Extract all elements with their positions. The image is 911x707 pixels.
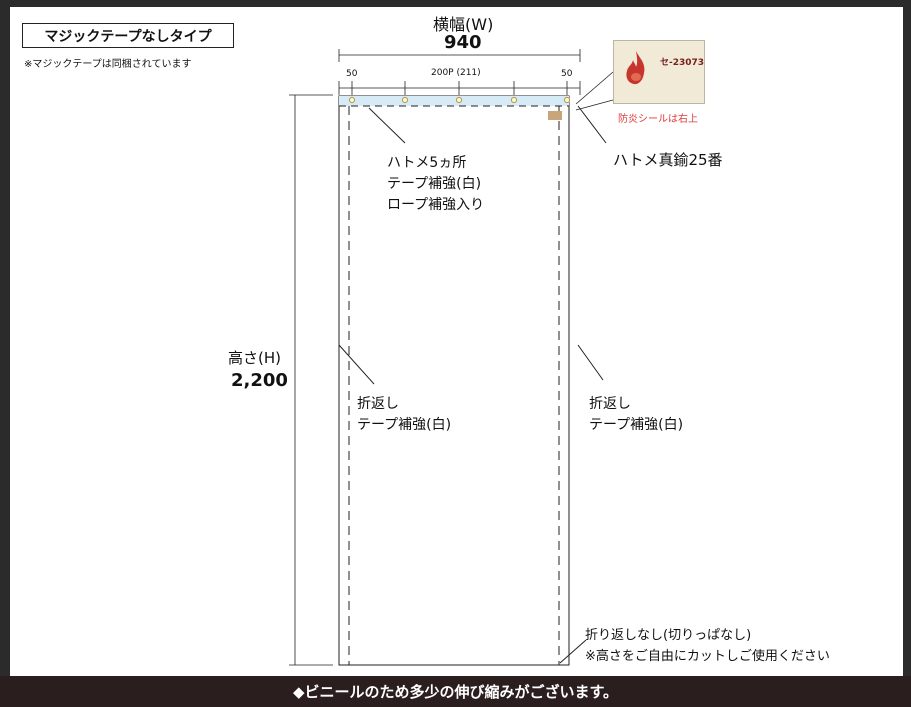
flame-icon bbox=[626, 51, 645, 85]
bottom-leader-line bbox=[559, 639, 587, 664]
fire-retardant-seal bbox=[548, 111, 562, 120]
left-fold-line-2: テープ補強(白) bbox=[357, 417, 452, 433]
stretch-notice-footer: ◆ビニールのため多少の伸び縮みがございます。 bbox=[0, 676, 911, 707]
spacing-left-label: 50 bbox=[346, 69, 358, 79]
grommet bbox=[348, 96, 356, 104]
left-fold-line-1: 折返し bbox=[357, 396, 399, 412]
grommet-type-label: ハトメ真鍮25番 bbox=[613, 151, 723, 169]
bottom-note-line-2: ※高さをご自由にカットしご使用ください bbox=[585, 649, 830, 664]
width-label: 横幅(W) bbox=[433, 15, 494, 34]
grommet bbox=[563, 96, 571, 104]
curtain-sheet bbox=[338, 95, 570, 666]
right-fold-line-2: テープ補強(白) bbox=[589, 417, 684, 433]
spacing-center-label: 200P (211) bbox=[431, 68, 481, 78]
brass-grommet-leader-line bbox=[577, 105, 607, 144]
grommet-leader-line bbox=[368, 107, 406, 144]
velcro-note: ※マジックテープは同梱されています bbox=[24, 59, 192, 70]
height-value: 2,200 bbox=[231, 370, 288, 391]
product-type-title: マジックテープなしタイプ bbox=[22, 23, 234, 48]
grommet bbox=[510, 96, 518, 104]
seal-caption: 防炎シールは右上 bbox=[618, 114, 698, 125]
grommet-note-line-2: テープ補強(白) bbox=[387, 176, 482, 192]
right-fold-line-1: 折返し bbox=[589, 396, 631, 412]
bottom-note-line-1: 折り返しなし(切りっぱなし) bbox=[585, 628, 752, 643]
top-reinforcement-band bbox=[339, 96, 569, 106]
width-value: 940 bbox=[444, 32, 482, 53]
grommet bbox=[455, 96, 463, 104]
right-fold-leader-line bbox=[577, 344, 604, 381]
grommet-note-line-1: ハトメ5ヵ所 bbox=[387, 155, 467, 171]
left-fold-leader-line bbox=[338, 344, 375, 385]
grommet-note-line-3: ロープ補強入り bbox=[387, 197, 485, 213]
grommet bbox=[401, 96, 409, 104]
spacing-right-label: 50 bbox=[561, 69, 573, 79]
fire-retardant-seal-image: セ-23073 bbox=[613, 40, 705, 104]
height-label: 高さ(H) bbox=[228, 349, 281, 367]
seal-leader-line bbox=[575, 71, 614, 105]
seal-number: セ-23073 bbox=[660, 58, 705, 68]
seal-leader-line bbox=[575, 99, 614, 111]
